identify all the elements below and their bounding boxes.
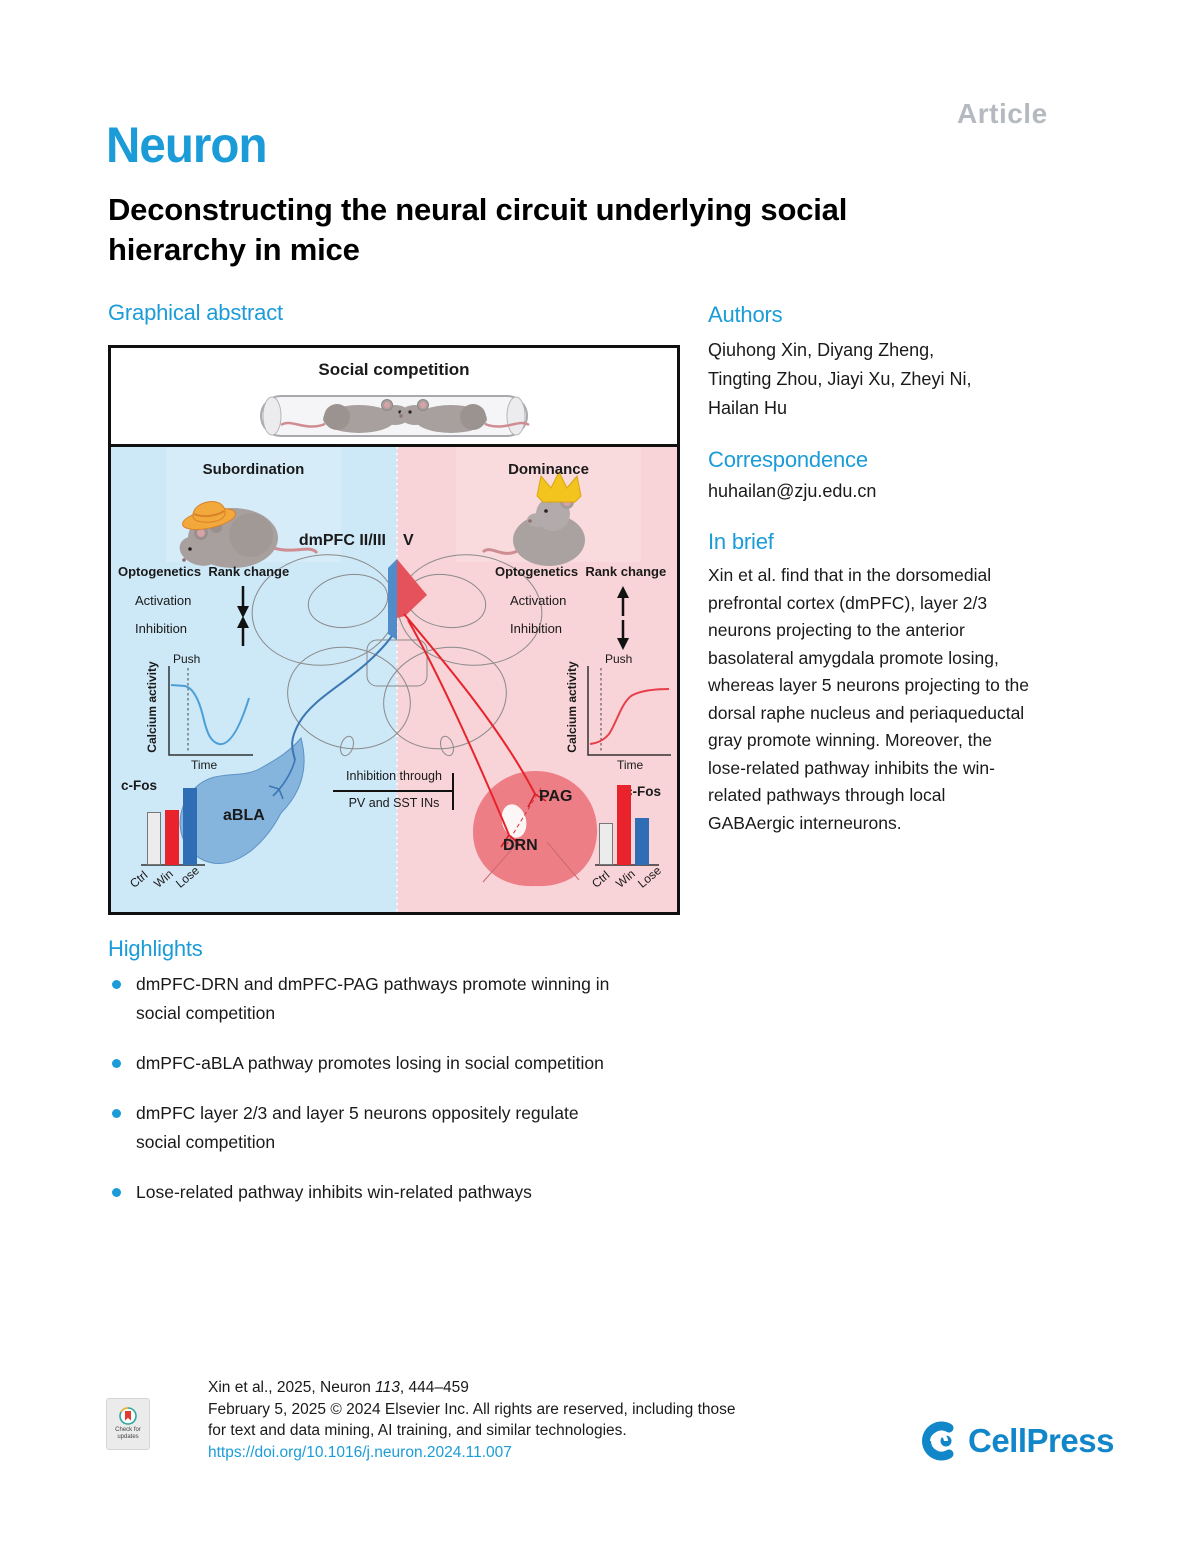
crown-icon: [536, 470, 582, 503]
bullet-icon: [112, 980, 121, 989]
cellpress-logo: CellPress: [918, 1420, 1114, 1462]
abla-label: aBLA: [223, 807, 265, 824]
hat-icon: [182, 501, 236, 530]
win-pathway-projections: [403, 613, 547, 848]
correspondence-email[interactable]: huhailan@zju.edu.cn: [708, 481, 877, 501]
social-competition-label: Social competition: [318, 360, 470, 379]
check-for-updates-icon: [119, 1407, 137, 1425]
right-push-label: Push: [605, 652, 633, 666]
bullet-icon: [112, 1109, 121, 1118]
check-for-updates-badge[interactable]: Check for updates: [106, 1398, 150, 1450]
rank-decrease-arrow-right: [617, 620, 629, 650]
inhibition-note-line2: PV and SST INs: [348, 796, 440, 810]
footer-citation: Xin et al., 2025, Neuron 113, 444–459 Fe…: [208, 1377, 736, 1463]
subordination-label: Subordination: [202, 461, 305, 478]
left-inhibition-label: Inhibition: [135, 621, 188, 636]
highlight-item-2: dmPFC-aBLA pathway promotes losing in so…: [108, 1049, 708, 1078]
cellpress-swirl-icon: [922, 1421, 954, 1461]
paper-title: Deconstructing the neural circuit underl…: [108, 190, 847, 270]
correspondence-heading: Correspondence: [708, 447, 868, 472]
right-mouse-icon: [399, 399, 530, 433]
cfos-bar-chart-right: [599, 785, 649, 865]
tube-test-illustration: [260, 395, 530, 437]
inhibition-note-line1: Inhibition through: [346, 769, 442, 783]
authors-heading: Authors: [708, 302, 783, 327]
citation-line: Xin et al., 2025, Neuron 113, 444–459: [208, 1379, 469, 1396]
right-activation-label: Activation: [510, 593, 567, 608]
dmpfc-layers-label: dmPFC II/III: [298, 532, 386, 549]
rank-decrease-arrow: [237, 586, 249, 618]
copyright-line1: February 5, 2025 © 2024 Elsevier Inc. Al…: [208, 1400, 736, 1418]
dominant-mouse-icon: [481, 470, 585, 566]
calcium-plot-left: [168, 666, 253, 756]
right-optogenetics-header: Optogenetics Rank change: [495, 564, 667, 579]
right-time-label: Time: [617, 758, 644, 772]
article-type-label: Article: [957, 98, 1048, 129]
layer23-region: [388, 559, 397, 640]
left-push-label: Push: [173, 652, 201, 666]
band-divider-line: [111, 444, 677, 447]
bullet-icon: [112, 1188, 121, 1197]
cellpress-wordmark: CellPress: [968, 1422, 1114, 1459]
dominance-label: Dominance: [508, 461, 589, 478]
subordinate-mouse-icon: [179, 501, 319, 568]
right-cfos-label: c-Fos: [625, 784, 662, 799]
right-inhibition-label: Inhibition: [510, 621, 563, 636]
highlights-list: dmPFC-DRN and dmPFC-PAG pathways promote…: [108, 970, 708, 1228]
check-for-updates-text: Check for updates: [115, 1427, 141, 1440]
left-cfos-label: c-Fos: [121, 778, 158, 793]
layer5-region: [397, 559, 427, 618]
cfos-bar-chart-left: [147, 788, 197, 865]
graphical-abstract-heading: Graphical abstract: [108, 300, 283, 325]
author-names: Qiuhong Xin, Diyang Zheng, Tingting Zhou…: [708, 340, 972, 418]
paper-title-line2: hierarchy in mice: [108, 232, 360, 267]
left-time-label: Time: [191, 758, 218, 772]
left-calcium-axis-label: Calcium activity: [145, 661, 159, 753]
bullet-icon: [112, 1059, 121, 1068]
pag-label: PAG: [539, 788, 573, 805]
in-brief-heading: In brief: [708, 529, 774, 554]
journal-logo: Neuron: [106, 117, 267, 173]
highlights-heading: Highlights: [108, 936, 203, 961]
highlight-item-3: dmPFC layer 2/3 and layer 5 neurons oppo…: [108, 1099, 708, 1157]
rank-increase-arrow-right: [617, 586, 629, 616]
right-calcium-axis-label: Calcium activity: [565, 661, 579, 753]
in-brief-text: Xin et al. find that in the dorsomedial …: [708, 565, 1030, 833]
calcium-plot-right: [587, 666, 671, 756]
left-activation-label: Activation: [135, 593, 192, 608]
doi-link[interactable]: https://doi.org/10.1016/j.neuron.2024.11…: [208, 1443, 512, 1461]
highlight-item-1: dmPFC-DRN and dmPFC-PAG pathways promote…: [108, 970, 708, 1028]
pag-drn-region-shape: [473, 771, 598, 887]
lose-pathway-projection: [268, 635, 393, 800]
graphical-abstract-figure: Social competition Subordination Dominan…: [108, 345, 680, 915]
abstract-figure-artwork: [111, 348, 677, 912]
paper-title-line1: Deconstructing the neural circuit underl…: [108, 192, 848, 227]
copyright-line2: for text and data mining, AI training, a…: [208, 1422, 627, 1439]
inhibition-tbar-icon: [333, 773, 454, 810]
drn-label: DRN: [503, 837, 538, 854]
layer-v-label: V: [403, 532, 414, 549]
left-optogenetics-header: Optogenetics Rank change: [118, 564, 290, 579]
rank-increase-arrow: [237, 616, 249, 646]
highlight-item-4: Lose-related pathway inhibits win-relate…: [108, 1178, 708, 1207]
